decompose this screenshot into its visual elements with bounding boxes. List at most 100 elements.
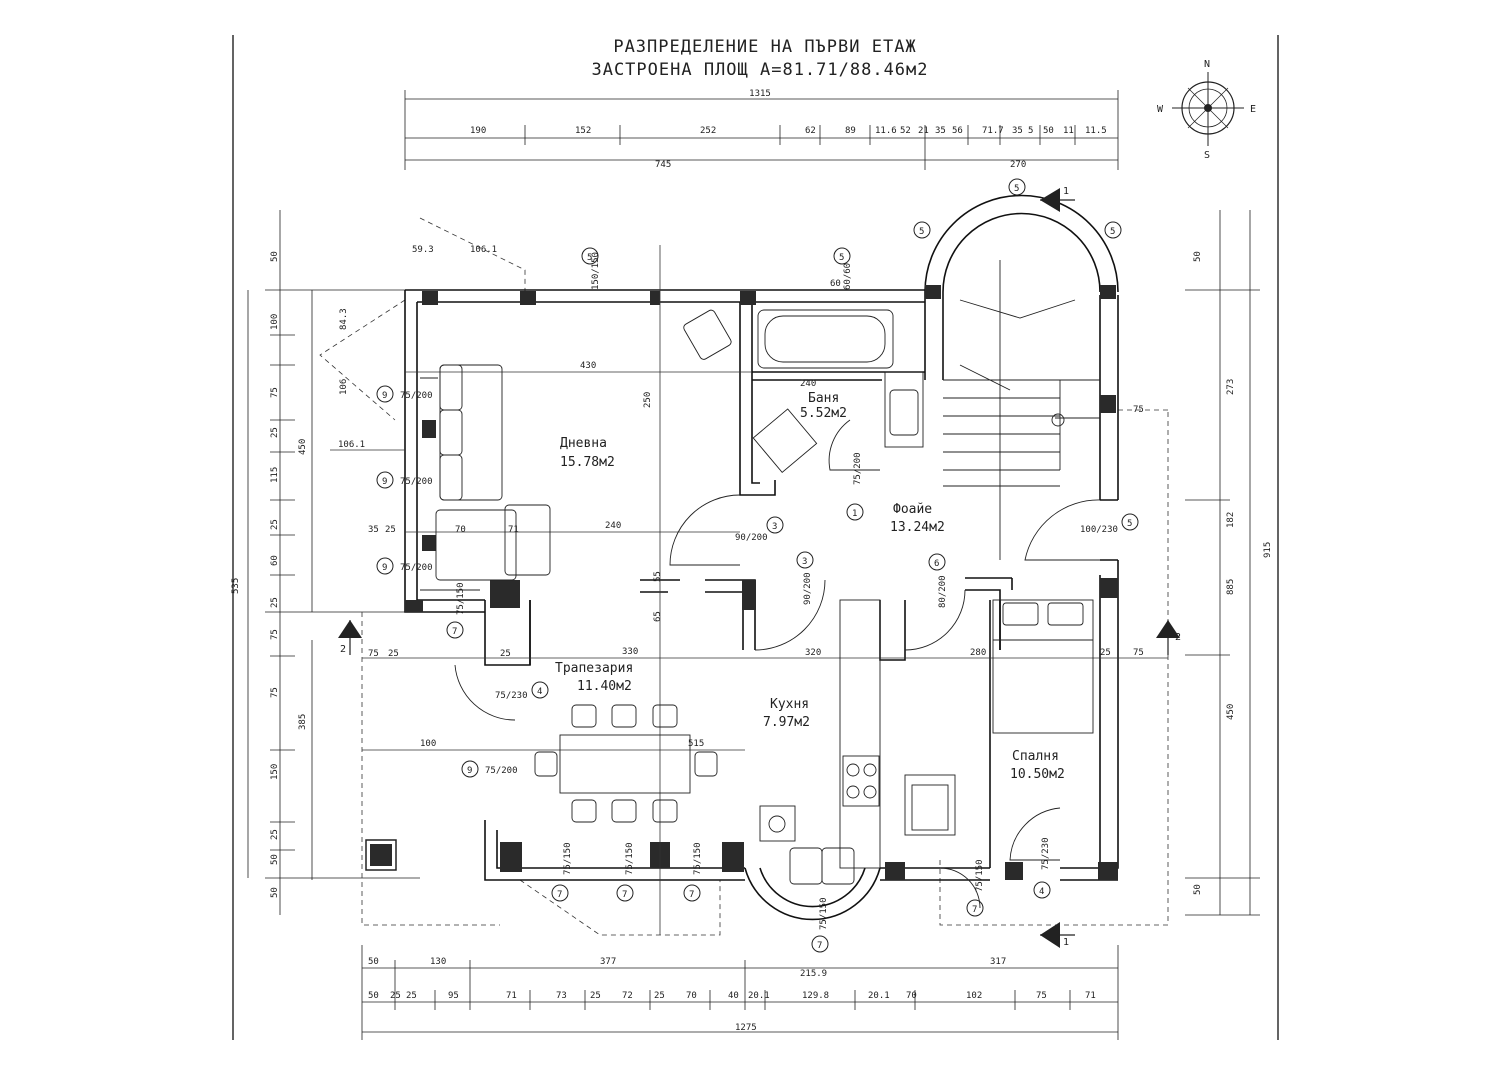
opening-code: 5: [839, 253, 844, 263]
dim-top-11: 71.7: [982, 126, 1004, 136]
dim-int-28: 65: [653, 611, 663, 622]
opening-tag: 6 80/200: [928, 553, 948, 608]
opening-code: 5: [1014, 184, 1019, 194]
dim-bottom-r2-13: 129.8: [802, 991, 829, 1001]
dim-right-3: 182: [1226, 512, 1236, 528]
dim-bottom-r2-7: 25: [590, 991, 601, 1001]
dim-left-14: 50: [270, 887, 280, 898]
opening-code: 9: [467, 766, 472, 776]
opening-size: 75/230: [1041, 837, 1051, 870]
bottom-dimensions: [361, 945, 1119, 1040]
dim-top-10: 56: [952, 126, 963, 136]
dim-left-8: 25: [270, 597, 280, 608]
dim-int-3: 330: [622, 647, 638, 657]
opening-code: 6: [934, 559, 939, 569]
room-name-dining: Трапезария: [555, 661, 633, 676]
dim-int-24: 75: [368, 649, 379, 659]
dim-left-1: 50: [270, 251, 280, 262]
section-mark-left: 2: [340, 644, 346, 655]
opening-tag: 7 75/150: [616, 842, 635, 902]
opening-tag: 5 100/230: [1080, 513, 1139, 535]
left-dimensions: [247, 210, 420, 915]
opening-tag: 9 75/200: [376, 471, 433, 489]
opening-code: 4: [537, 687, 542, 697]
room-name-foyer: Фоайе: [893, 502, 932, 517]
dim-bottom-r2-2: 25: [390, 991, 401, 1001]
kitchen-fixtures: [759, 599, 956, 885]
opening-size: 75/150: [975, 859, 985, 892]
opening-size: 90/200: [735, 533, 768, 543]
axis-lines: [330, 245, 1168, 935]
dim-top-8: 21: [918, 126, 929, 136]
dim-top-1: 190: [470, 126, 486, 136]
opening-tag: 5: [1008, 178, 1026, 196]
dashed-outline: [319, 217, 1169, 936]
opening-tag: 5: [1104, 221, 1122, 239]
dim-left-13: 50: [270, 854, 280, 865]
dim-top-15: 11: [1063, 126, 1074, 136]
dim-left-total: 535: [231, 578, 241, 594]
sofa-furniture: [420, 309, 732, 591]
dim-right-1: 50: [1193, 251, 1203, 262]
opening-tag: 9 75/200: [376, 385, 433, 403]
dim-int-11: 75: [1133, 648, 1144, 658]
dim-left-4: 25: [270, 427, 280, 438]
compass-west: W: [1157, 104, 1164, 115]
chimney-box: [365, 839, 397, 871]
opening-size: 100/230: [1080, 525, 1118, 535]
dim-bottom-3: 377: [600, 957, 616, 967]
opening-code: 7: [972, 905, 977, 915]
opening-size: 75/200: [400, 563, 433, 573]
section-mark-bottom: 1: [1063, 937, 1069, 948]
room-name-kitchen: Кухня: [770, 697, 809, 712]
dim-int-8: 320: [805, 648, 821, 658]
structural-columns: [365, 285, 1118, 880]
dim-bottom-total: 1275: [735, 1023, 757, 1033]
dim-left-5: 115: [270, 467, 280, 483]
room-area-bath: 5.52м2: [800, 406, 847, 421]
opening-tag: 7 75/150: [551, 842, 573, 902]
opening-tag: 5 60/60: [833, 247, 853, 290]
opening-tag: 1 75/200: [846, 452, 864, 521]
opening-size: 75/150: [693, 842, 703, 875]
dim-bottom-r2-18: 71: [1085, 991, 1096, 1001]
dining-table: [534, 704, 718, 823]
dim-bottom-r2-6: 73: [556, 991, 567, 1001]
dim-left-2: 100: [270, 314, 280, 330]
dim-left-11: 150: [270, 764, 280, 780]
dim-bottom-r2-17: 75: [1036, 991, 1047, 1001]
dim-top-total: 1315: [749, 89, 771, 99]
dim-int-22: 240: [800, 379, 816, 389]
room-area-bedroom: 10.50м2: [1010, 767, 1065, 782]
room-area-foyer: 13.24м2: [890, 520, 945, 535]
dim-top-2: 152: [575, 126, 591, 136]
plan-title: РАЗПРЕДЕЛЕНИЕ НА ПЪРВИ ЕТАЖ: [613, 37, 916, 57]
opening-size: 75/150: [819, 897, 829, 930]
dim-int-21: 75: [1133, 405, 1144, 415]
section-mark-right: 2: [1175, 632, 1181, 643]
opening-tag: 3 90/200: [735, 516, 784, 543]
dim-bottom-2: 130: [430, 957, 446, 967]
dim-top-3: 252: [700, 126, 716, 136]
opening-size: 75/150: [456, 582, 466, 615]
dim-int-4: 100: [420, 739, 436, 749]
dim-left-3: 75: [270, 387, 280, 398]
opening-tag: 9 75/200: [461, 760, 518, 778]
opening-code: 4: [1039, 887, 1044, 897]
room-area-kitchen: 7.97м2: [763, 715, 810, 730]
dim-bottom-r2-3: 25: [406, 991, 417, 1001]
dim-int-5: 515: [688, 739, 704, 749]
section-mark-top: 1: [1063, 186, 1069, 197]
dim-right-4: 450: [1226, 704, 1236, 720]
dim-top-4: 62: [805, 126, 816, 136]
opening-size: 90/200: [803, 572, 813, 605]
outer-walls: [404, 194, 1119, 921]
dim-int-1: 430: [580, 361, 596, 371]
room-name-bath: Баня: [808, 391, 839, 406]
opening-code: 9: [382, 563, 387, 573]
dim-bottom-r2-14: 20.1: [868, 991, 890, 1001]
opening-code: 7: [557, 890, 562, 900]
dim-int-20: 71: [508, 525, 519, 535]
opening-code: 1: [852, 509, 857, 519]
